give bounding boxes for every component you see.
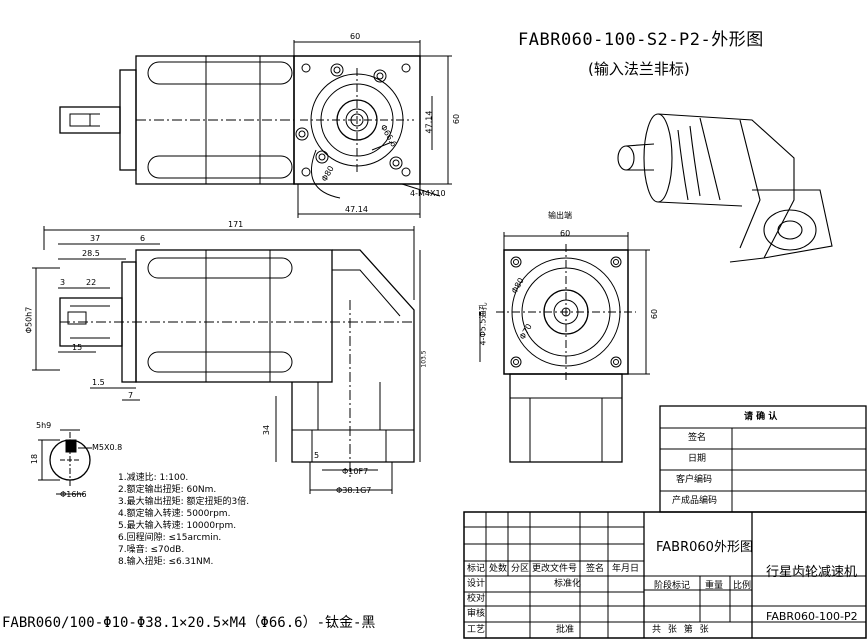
dim-height-103: 103.5 bbox=[420, 350, 428, 368]
dim-right-holes: 4-Φ5.5通孔 bbox=[478, 302, 488, 346]
dim-len-34: 34 bbox=[262, 424, 272, 436]
rev-header: 年月日 bbox=[612, 564, 640, 574]
side-view bbox=[32, 226, 421, 494]
output-view bbox=[479, 232, 650, 463]
confirm-row-label: 日期 bbox=[688, 454, 707, 464]
dim-shaft-dia: Φ50h7 bbox=[24, 306, 34, 334]
title-block-drawing-name: FABR060外形图 bbox=[656, 540, 753, 555]
dim-top-47-14-h: 47.14 bbox=[345, 205, 368, 214]
note-item: 7.噪音: ≤70dB. bbox=[118, 545, 185, 555]
note-item: 5.最大输入转速: 10000rpm. bbox=[118, 521, 237, 531]
rev-header: 处数 bbox=[489, 564, 508, 574]
dim-bore-10: Φ10F7 bbox=[342, 467, 369, 476]
drawing-title: FABR060-100-S2-P2-外形图 bbox=[518, 30, 764, 50]
role-label: 审核 bbox=[467, 609, 486, 619]
rev-header: 更改文件号 bbox=[532, 564, 578, 574]
standard-label: 标准化 bbox=[554, 579, 582, 589]
dim-len-5: 5 bbox=[314, 451, 320, 460]
dim-len-1-5: 1.5 bbox=[92, 378, 105, 387]
footer-spec: FABR060/100-Φ10-Φ38.1×20.5×M4（Φ66.6）-钛金-… bbox=[2, 615, 376, 631]
title-block bbox=[463, 511, 867, 639]
isometric-view bbox=[617, 113, 833, 263]
confirm-row-label: 签名 bbox=[688, 433, 707, 443]
role-label: 工艺 bbox=[467, 625, 486, 635]
note-item: 8.输入扭矩: ≤6.31NM. bbox=[118, 557, 214, 567]
dim-len-37: 37 bbox=[90, 234, 101, 243]
top-view bbox=[59, 40, 452, 218]
confirm-row-label: 客户编码 bbox=[676, 475, 713, 485]
dim-len-22: 22 bbox=[86, 278, 97, 287]
note-item: 4.额定输入转速: 5000rpm. bbox=[118, 509, 231, 519]
dim-right-60-top: 60 bbox=[560, 229, 571, 238]
output-end-label: 输出端 bbox=[548, 211, 572, 220]
note-item: 3.最大输出扭矩: 额定扭矩的3倍. bbox=[118, 497, 250, 507]
dim-key-16: Φ16h6 bbox=[60, 490, 87, 499]
dim-len-6: 6 bbox=[140, 234, 146, 243]
rev-header: 标记 bbox=[467, 564, 486, 574]
weight-label: 重量 bbox=[705, 581, 724, 591]
dim-top-bolt: 4-M4X10 bbox=[410, 189, 446, 198]
note-item: 1.减速比: 1:100. bbox=[118, 473, 189, 483]
dim-right-60-side: 60 bbox=[650, 308, 660, 320]
dim-top-47-14-v: 47.14 bbox=[424, 110, 434, 134]
confirm-header: 请 确 认 bbox=[744, 412, 778, 422]
rev-header: 分区 bbox=[511, 564, 530, 574]
dim-len-171: 171 bbox=[228, 220, 244, 229]
dim-key-m5: M5X0.8 bbox=[92, 443, 123, 452]
title-block-drawing-no: FABR060-100-P2 bbox=[766, 610, 858, 623]
notes-list: 1.减速比: 1:100. 2.额定输出扭矩: 60Nm. 3.最大输出扭矩: … bbox=[118, 474, 249, 570]
dim-len-28-5: 28.5 bbox=[82, 249, 100, 258]
note-item: 6.回程间隙: ≤15arcmin. bbox=[118, 533, 222, 543]
confirm-table bbox=[659, 405, 867, 513]
note-item: 2.额定输出扭矩: 60Nm. bbox=[118, 485, 217, 495]
sheets-label: 共 张 第 张 bbox=[652, 625, 711, 635]
role-label: 校对 bbox=[467, 594, 486, 604]
scale-label: 比例 bbox=[733, 581, 752, 591]
dim-key-5h9: 5h9 bbox=[36, 421, 52, 430]
title-block-product-name: 行星齿轮减速机 bbox=[766, 565, 858, 580]
dim-len-7: 7 bbox=[128, 391, 134, 400]
dim-bore-38: Φ38.1G7 bbox=[336, 486, 372, 495]
dim-len-15: 15 bbox=[72, 343, 83, 352]
dim-top-width: 60 bbox=[350, 32, 361, 41]
stage-label: 阶段标记 bbox=[654, 581, 691, 591]
rev-header: 签名 bbox=[586, 564, 605, 574]
dim-len-3: 3 bbox=[60, 278, 66, 287]
key-section bbox=[38, 429, 92, 495]
confirm-row-label: 产成品编码 bbox=[672, 496, 718, 506]
dim-key-18: 18 bbox=[30, 453, 40, 465]
dim-top-side-60: 60 bbox=[452, 113, 462, 125]
approve-label: 批准 bbox=[556, 625, 575, 635]
role-label: 设计 bbox=[467, 579, 486, 589]
drawing-subtitle: (输入法兰非标) bbox=[588, 60, 690, 78]
